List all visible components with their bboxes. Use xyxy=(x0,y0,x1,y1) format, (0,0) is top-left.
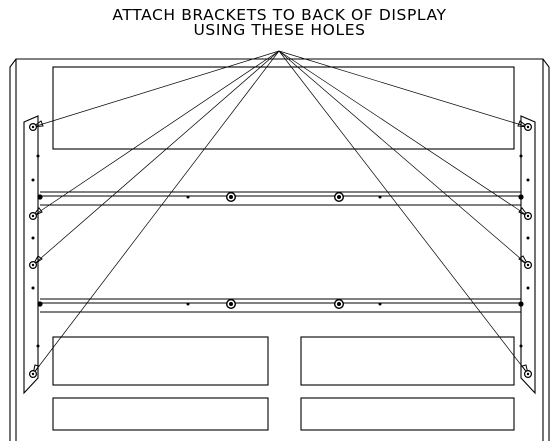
leader-lines xyxy=(32,50,529,375)
callout-line-1: ATTACH BRACKETS TO BACK OF DISPLAY xyxy=(112,6,447,24)
lower-rail xyxy=(40,298,521,313)
bottom-right-panel xyxy=(300,397,515,431)
rail-screw-icon xyxy=(37,301,43,307)
bracket-small-hole-icons xyxy=(31,154,530,348)
left-bracket xyxy=(23,115,39,395)
callout-text: ATTACH BRACKETS TO BACK OF DISPLAY USING… xyxy=(0,6,559,39)
lower-left-panel xyxy=(52,336,269,386)
mounting-hole-icon xyxy=(29,122,38,131)
upper-rail xyxy=(40,191,521,206)
mounting-hole-icon xyxy=(523,212,532,221)
mounting-hole-icons xyxy=(29,122,532,379)
outer-frame xyxy=(9,58,550,441)
rail-screw-icon xyxy=(334,299,345,310)
mounting-hole-icon xyxy=(523,122,532,131)
rail-screw-icon xyxy=(518,194,524,200)
callout-line-2: USING THESE HOLES xyxy=(193,21,366,39)
rail-screw-icon xyxy=(225,191,236,202)
rail-screw-icon xyxy=(37,194,43,200)
rail-screw-icons xyxy=(37,191,524,310)
rail-screw-icon xyxy=(334,191,345,202)
mounting-hole-icon xyxy=(523,370,532,379)
mounting-hole-icon xyxy=(29,370,38,379)
right-bracket xyxy=(520,115,536,395)
lower-right-panel xyxy=(300,336,515,386)
rail-screw-icon xyxy=(225,299,236,310)
bottom-left-panel xyxy=(52,397,269,431)
mounting-hole-icon xyxy=(29,212,38,221)
leader-arrowheads xyxy=(31,120,530,375)
mounting-hole-icon xyxy=(523,261,532,270)
rail-screw-icon xyxy=(518,301,524,307)
top-panel xyxy=(52,66,515,150)
rail-small-hole-icons xyxy=(186,195,382,306)
mounting-hole-icon xyxy=(29,261,38,270)
